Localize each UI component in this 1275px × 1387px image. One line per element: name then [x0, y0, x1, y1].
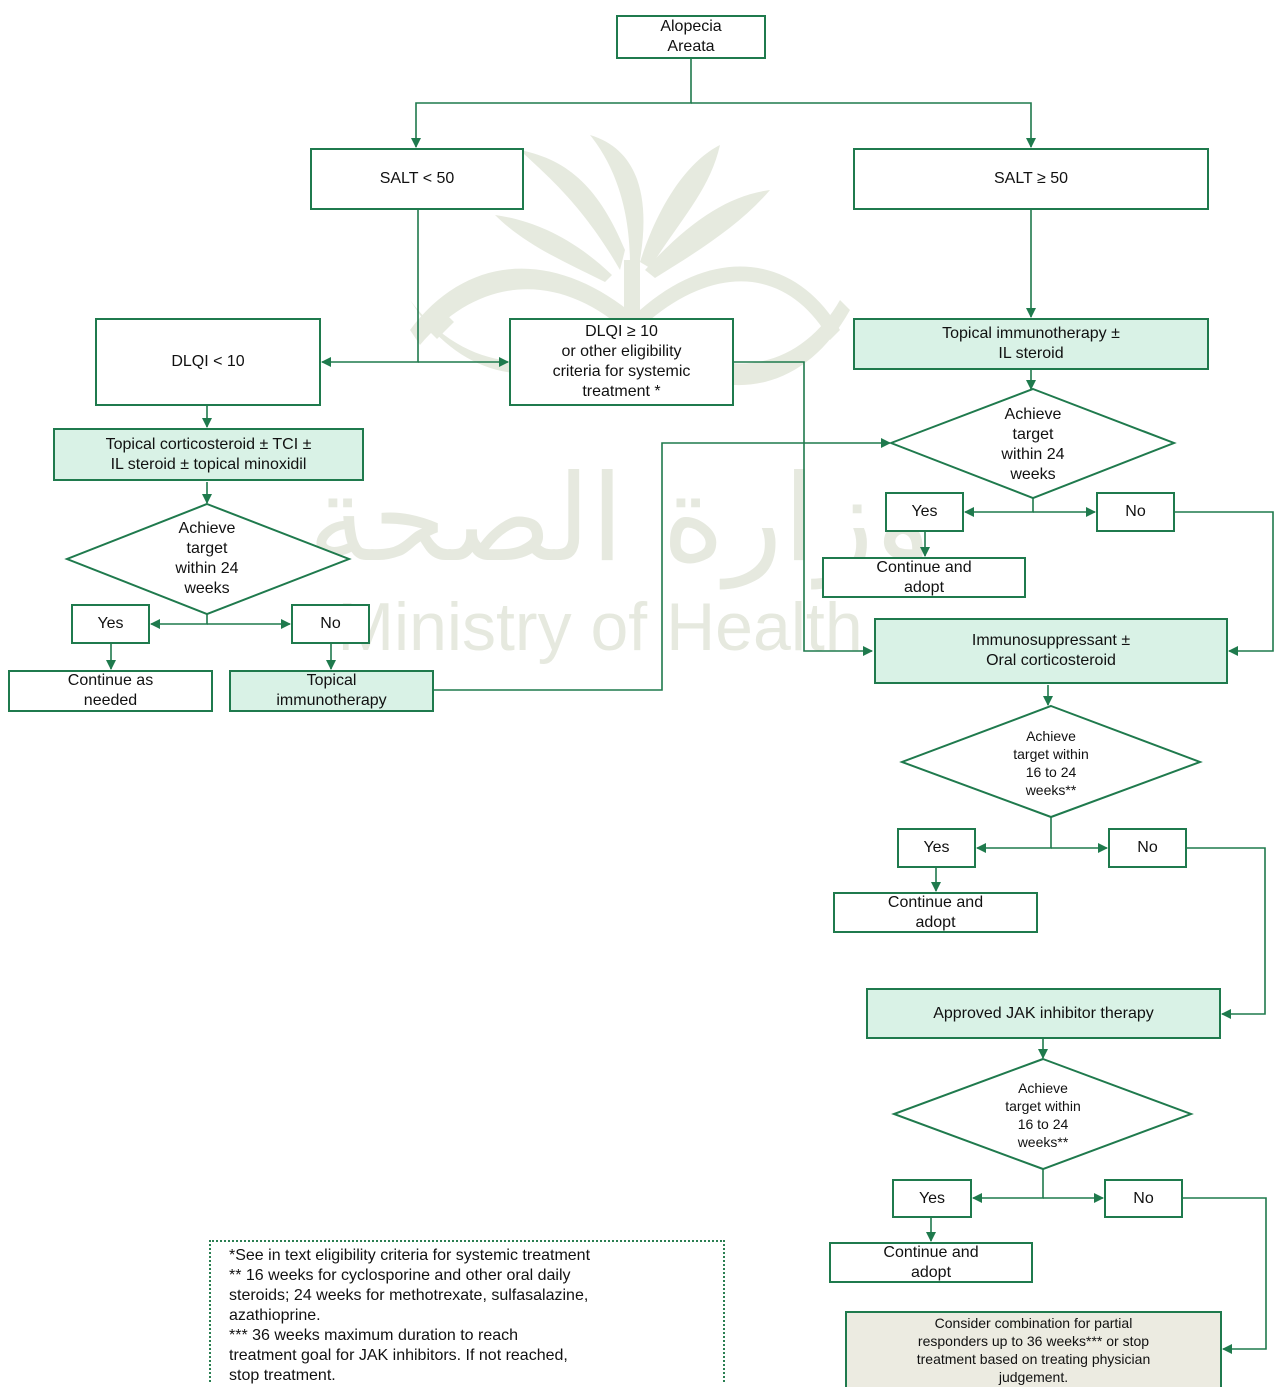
connector — [964, 498, 1034, 517]
connector — [434, 438, 891, 691]
node-no-right1: No — [1096, 492, 1175, 532]
footnote-3: *** 36 weeks maximum duration to reach t… — [229, 1327, 568, 1384]
connector — [1183, 1197, 1267, 1354]
decision-left-text: Achieve target within 24 weeks — [175, 520, 239, 597]
node-continue-adopt-1: Continue and adopt — [822, 557, 1026, 598]
node-no-right2: No — [1108, 828, 1187, 868]
node-topical-corticosteroid: Topical corticosteroid ± TCI ± IL steroi… — [53, 428, 364, 481]
connector — [150, 613, 208, 629]
decision-diamond-right-2 — [899, 704, 1203, 819]
decision-right2-text: Achieve target within 16 to 24 weeks** — [1013, 728, 1089, 798]
node-continue-adopt-3: Continue and adopt — [829, 1242, 1033, 1283]
node-yes-right2: Yes — [897, 828, 976, 868]
footnote-2: ** 16 weeks for cyclosporine and other o… — [229, 1267, 589, 1324]
connector — [691, 102, 1036, 148]
node-salt-less-50: SALT < 50 — [310, 148, 524, 210]
node-continue-adopt-2: Continue and adopt — [833, 892, 1038, 933]
node-alopecia-areata: Alopecia Areata — [616, 15, 766, 59]
node-dlqi-ge-10: DLQI ≥ 10 or other eligibility criteria … — [509, 318, 734, 406]
connector — [1187, 847, 1266, 1019]
decision-diamond-right-1 — [888, 387, 1177, 500]
node-yes-right1: Yes — [885, 492, 964, 532]
node-jak-inhibitor: Approved JAK inhibitor therapy — [866, 988, 1221, 1039]
connector — [321, 210, 419, 367]
connector — [972, 1168, 1044, 1203]
node-no-left: No — [291, 604, 370, 644]
decision-diamond-right-3 — [891, 1057, 1194, 1171]
node-yes-right3: Yes — [892, 1179, 972, 1218]
node-no-right3: No — [1104, 1179, 1183, 1218]
connector — [411, 58, 692, 148]
node-topical-immunotherapy: Topical immunotherapy — [229, 670, 434, 712]
decision-right1-text: Achieve target within 24 weeks — [1001, 406, 1065, 483]
footnote-box: *See in text eligibility criteria for sy… — [209, 1240, 725, 1384]
node-immunosuppressant: Immunosuppressant ± Oral corticosteroid — [874, 618, 1228, 684]
connector — [1175, 511, 1274, 656]
connector — [734, 361, 873, 656]
node-continue-as-needed: Continue as needed — [8, 670, 213, 712]
connector — [976, 817, 1052, 853]
node-topical-immunotherapy-il: Topical immunotherapy ± IL steroid — [853, 318, 1209, 370]
footnote-1: *See in text eligibility criteria for sy… — [229, 1247, 591, 1264]
watermark-english: Ministry of Health — [337, 589, 862, 665]
node-consider-combination: Consider combination for partial respond… — [845, 1311, 1222, 1387]
node-yes-left: Yes — [71, 604, 150, 644]
decision-diamond-left — [64, 502, 352, 616]
decision-right3-text: Achieve target within 16 to 24 weeks** — [1005, 1080, 1081, 1150]
node-dlqi-less-10: DLQI < 10 — [95, 318, 321, 406]
node-salt-ge-50: SALT ≥ 50 — [853, 148, 1209, 210]
